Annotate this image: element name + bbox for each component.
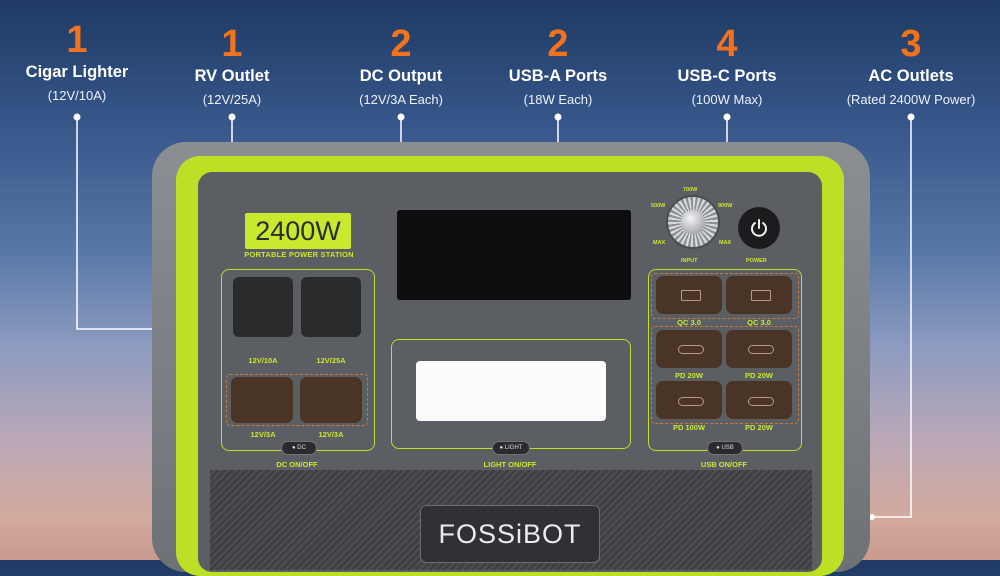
usb-toggle-button[interactable]: ● USB xyxy=(707,441,743,455)
callout-count: 2 xyxy=(547,23,569,65)
led-light-panel xyxy=(416,361,606,421)
rv-outlet-port[interactable] xyxy=(301,277,361,337)
usb-c-icon xyxy=(678,397,704,406)
dc-toggle-caption: DC ON/OFF xyxy=(276,460,318,469)
usb-toggle-caption: USB ON/OFF xyxy=(700,460,748,469)
callout-count: 3 xyxy=(900,23,922,65)
usb-c-4-label: PD 20W xyxy=(745,423,773,432)
dc-output-port-2[interactable] xyxy=(300,377,362,423)
dc-port-1-label: 12V/3A xyxy=(250,430,276,439)
lcd-display xyxy=(397,210,631,300)
knob-mark-lower-right: MAX xyxy=(719,240,732,246)
input-label: INPUT xyxy=(681,258,698,264)
dc-output-port-1[interactable] xyxy=(231,377,293,423)
usb-c-icon xyxy=(748,397,774,406)
usb-a-icon xyxy=(751,290,771,301)
usb-c-2-label: PD 20W xyxy=(745,371,773,380)
callout-title: AC Outlets xyxy=(868,67,954,85)
usb-a-port-1[interactable] xyxy=(656,276,722,314)
usb-c-highlight xyxy=(651,326,799,424)
usb-c-icon xyxy=(748,345,774,354)
callout-detail: (18W Each) xyxy=(523,92,593,107)
usb-a-port-2[interactable] xyxy=(726,276,792,314)
callout-detail: (Rated 2400W Power) xyxy=(846,92,976,107)
callout-cigar-lighter: 1 Cigar Lighter (12V/10A) xyxy=(12,20,142,104)
light-toggle-caption: LIGHT ON/OFF xyxy=(483,460,537,469)
callout-count: 1 xyxy=(66,19,88,61)
usb-a-1-label: QC 3.0 xyxy=(677,318,701,327)
light-toggle-button[interactable]: ● LIGHT xyxy=(492,441,530,455)
usb-c-port-1[interactable] xyxy=(656,330,722,368)
usb-c-port-4[interactable] xyxy=(726,381,792,419)
knob-mark-right: 900W xyxy=(718,203,733,209)
callout-rv-outlet: 1 RV Outlet (12V/25A) xyxy=(170,24,294,108)
usb-c-icon xyxy=(678,345,704,354)
power-icon xyxy=(751,219,767,237)
usb-c-port-2[interactable] xyxy=(726,330,792,368)
callout-count: 4 xyxy=(716,23,738,65)
callout-detail: (12V/3A Each) xyxy=(359,92,443,107)
knob-mark-lower-left: MAX xyxy=(653,240,666,246)
power-label: POWER xyxy=(746,258,767,264)
input-dial-cap xyxy=(681,210,705,234)
usb-c-1-label: PD 20W xyxy=(675,371,703,380)
usb-a-2-label: QC 3.0 xyxy=(747,318,771,327)
callout-title: USB-A Ports xyxy=(508,67,608,85)
callout-title: Cigar Lighter xyxy=(25,63,129,81)
usb-c-port-3[interactable] xyxy=(656,381,722,419)
usb-c-3-label: PD 100W xyxy=(672,423,706,432)
dc-ports-highlight xyxy=(226,374,368,426)
power-button[interactable] xyxy=(738,207,780,249)
knob-mark-top: 700W xyxy=(683,187,698,193)
dc-toggle-button[interactable]: ● DC xyxy=(281,441,317,455)
callout-title: RV Outlet xyxy=(194,67,270,85)
callout-title: USB-C Ports xyxy=(677,67,777,85)
usb-a-icon xyxy=(681,290,701,301)
knob-mark-left: 500W xyxy=(651,203,666,209)
badge-subtitle: PORTABLE POWER STATION xyxy=(244,250,354,259)
callout-detail: (100W Max) xyxy=(691,92,763,107)
callout-title: DC Output xyxy=(359,67,443,85)
callout-ac-outlets: 3 AC Outlets (Rated 2400W Power) xyxy=(832,24,990,108)
callout-count: 2 xyxy=(390,23,412,65)
cigar-lighter-label: 12V/10A xyxy=(248,356,278,365)
cigar-lighter-port[interactable] xyxy=(233,277,293,337)
callout-detail: (12V/10A) xyxy=(47,88,107,103)
wattage-badge: 2400W xyxy=(245,213,351,249)
rv-outlet-label: 12V/25A xyxy=(316,356,346,365)
callout-usb-a-ports: 2 USB-A Ports (18W Each) xyxy=(494,24,622,108)
callout-count: 1 xyxy=(221,23,243,65)
callout-detail: (12V/25A) xyxy=(202,92,262,107)
dc-port-2-label: 12V/3A xyxy=(318,430,344,439)
brand-logo: FOSSiBOT xyxy=(420,505,600,563)
callout-dc-output: 2 DC Output (12V/3A Each) xyxy=(338,24,464,108)
usb-a-highlight xyxy=(651,273,799,319)
callout-usb-c-ports: 4 USB-C Ports (100W Max) xyxy=(662,24,792,108)
